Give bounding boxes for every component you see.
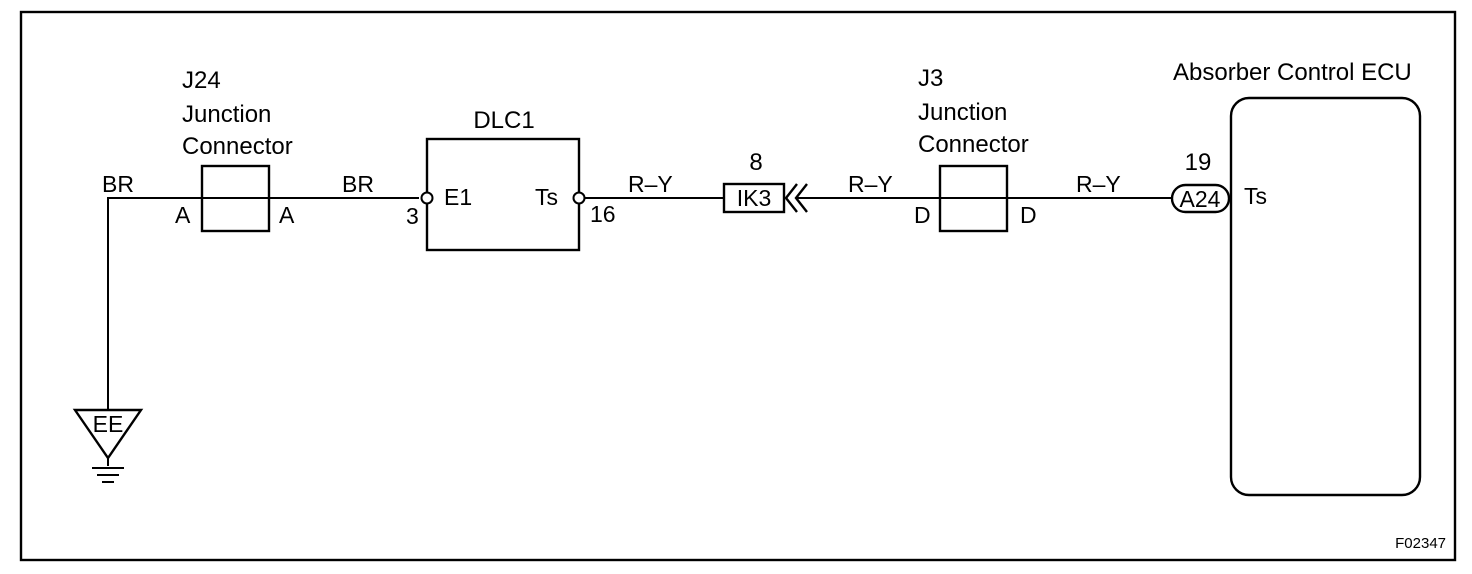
ik3-id: IK3 [737, 185, 772, 211]
dlc1-right-terminal: Ts [535, 184, 558, 210]
dlc1-connector: DLC1 E1 Ts 3 16 [406, 107, 616, 252]
j3-right-pin: D [1020, 202, 1037, 228]
ecu-terminal: Ts [1244, 183, 1267, 209]
j24-name-line2: Connector [182, 133, 293, 160]
figure-id: F02347 [1395, 535, 1446, 552]
junction-connector-j24: J24 Junction Connector A A [175, 67, 295, 233]
wire-label-j24-to-dlc1: BR [342, 171, 374, 197]
wire-label-j3-to-ecu: R–Y [1076, 171, 1121, 197]
j3-name-line1: Junction [918, 99, 1007, 126]
dlc1-right-terminal-point [572, 191, 586, 205]
j24-right-pin: A [279, 202, 295, 228]
ecu-connector-oval [1170, 183, 1231, 214]
ecu-name: Absorber Control ECU [1173, 59, 1412, 86]
dlc1-left-terminal: E1 [444, 184, 472, 210]
ik3-chevron-1 [784, 183, 798, 213]
ecu-connector-id: A24 [1180, 186, 1221, 212]
absorber-control-ecu: Absorber Control ECU 19 A24 Ts [1170, 59, 1422, 497]
wire-label-ik3-to-j3: R–Y [848, 171, 893, 197]
inline-connector-ik3: 8 IK3 [722, 149, 808, 214]
j24-name-line1: Junction [182, 101, 271, 128]
ik3-box [722, 182, 786, 214]
ecu-pin: 19 [1185, 149, 1212, 176]
diagram-frame [19, 10, 1457, 562]
j3-name-line2: Connector [918, 131, 1029, 158]
j3-left-pin: D [914, 202, 931, 228]
ground-label: EE [93, 411, 124, 437]
dlc1-name: DLC1 [473, 107, 534, 134]
j24-id: J24 [182, 67, 221, 94]
j24-left-pin: A [175, 202, 191, 228]
wire-ground-to-j24 [107, 197, 202, 410]
wire-label-ground-to-j24: BR [102, 171, 134, 197]
ik3-pin: 8 [749, 149, 762, 176]
ground-ee: EE [72, 408, 144, 483]
dlc1-left-pin: 3 [406, 203, 419, 229]
dlc1-left-terminal-point [420, 191, 434, 205]
dlc1-right-pin: 16 [590, 201, 616, 227]
ecu-box [1229, 96, 1422, 497]
junction-connector-j3: J3 Junction Connector D D [914, 65, 1037, 233]
j3-id: J3 [918, 65, 943, 92]
wire-label-dlc1-to-ik3: R–Y [628, 171, 673, 197]
